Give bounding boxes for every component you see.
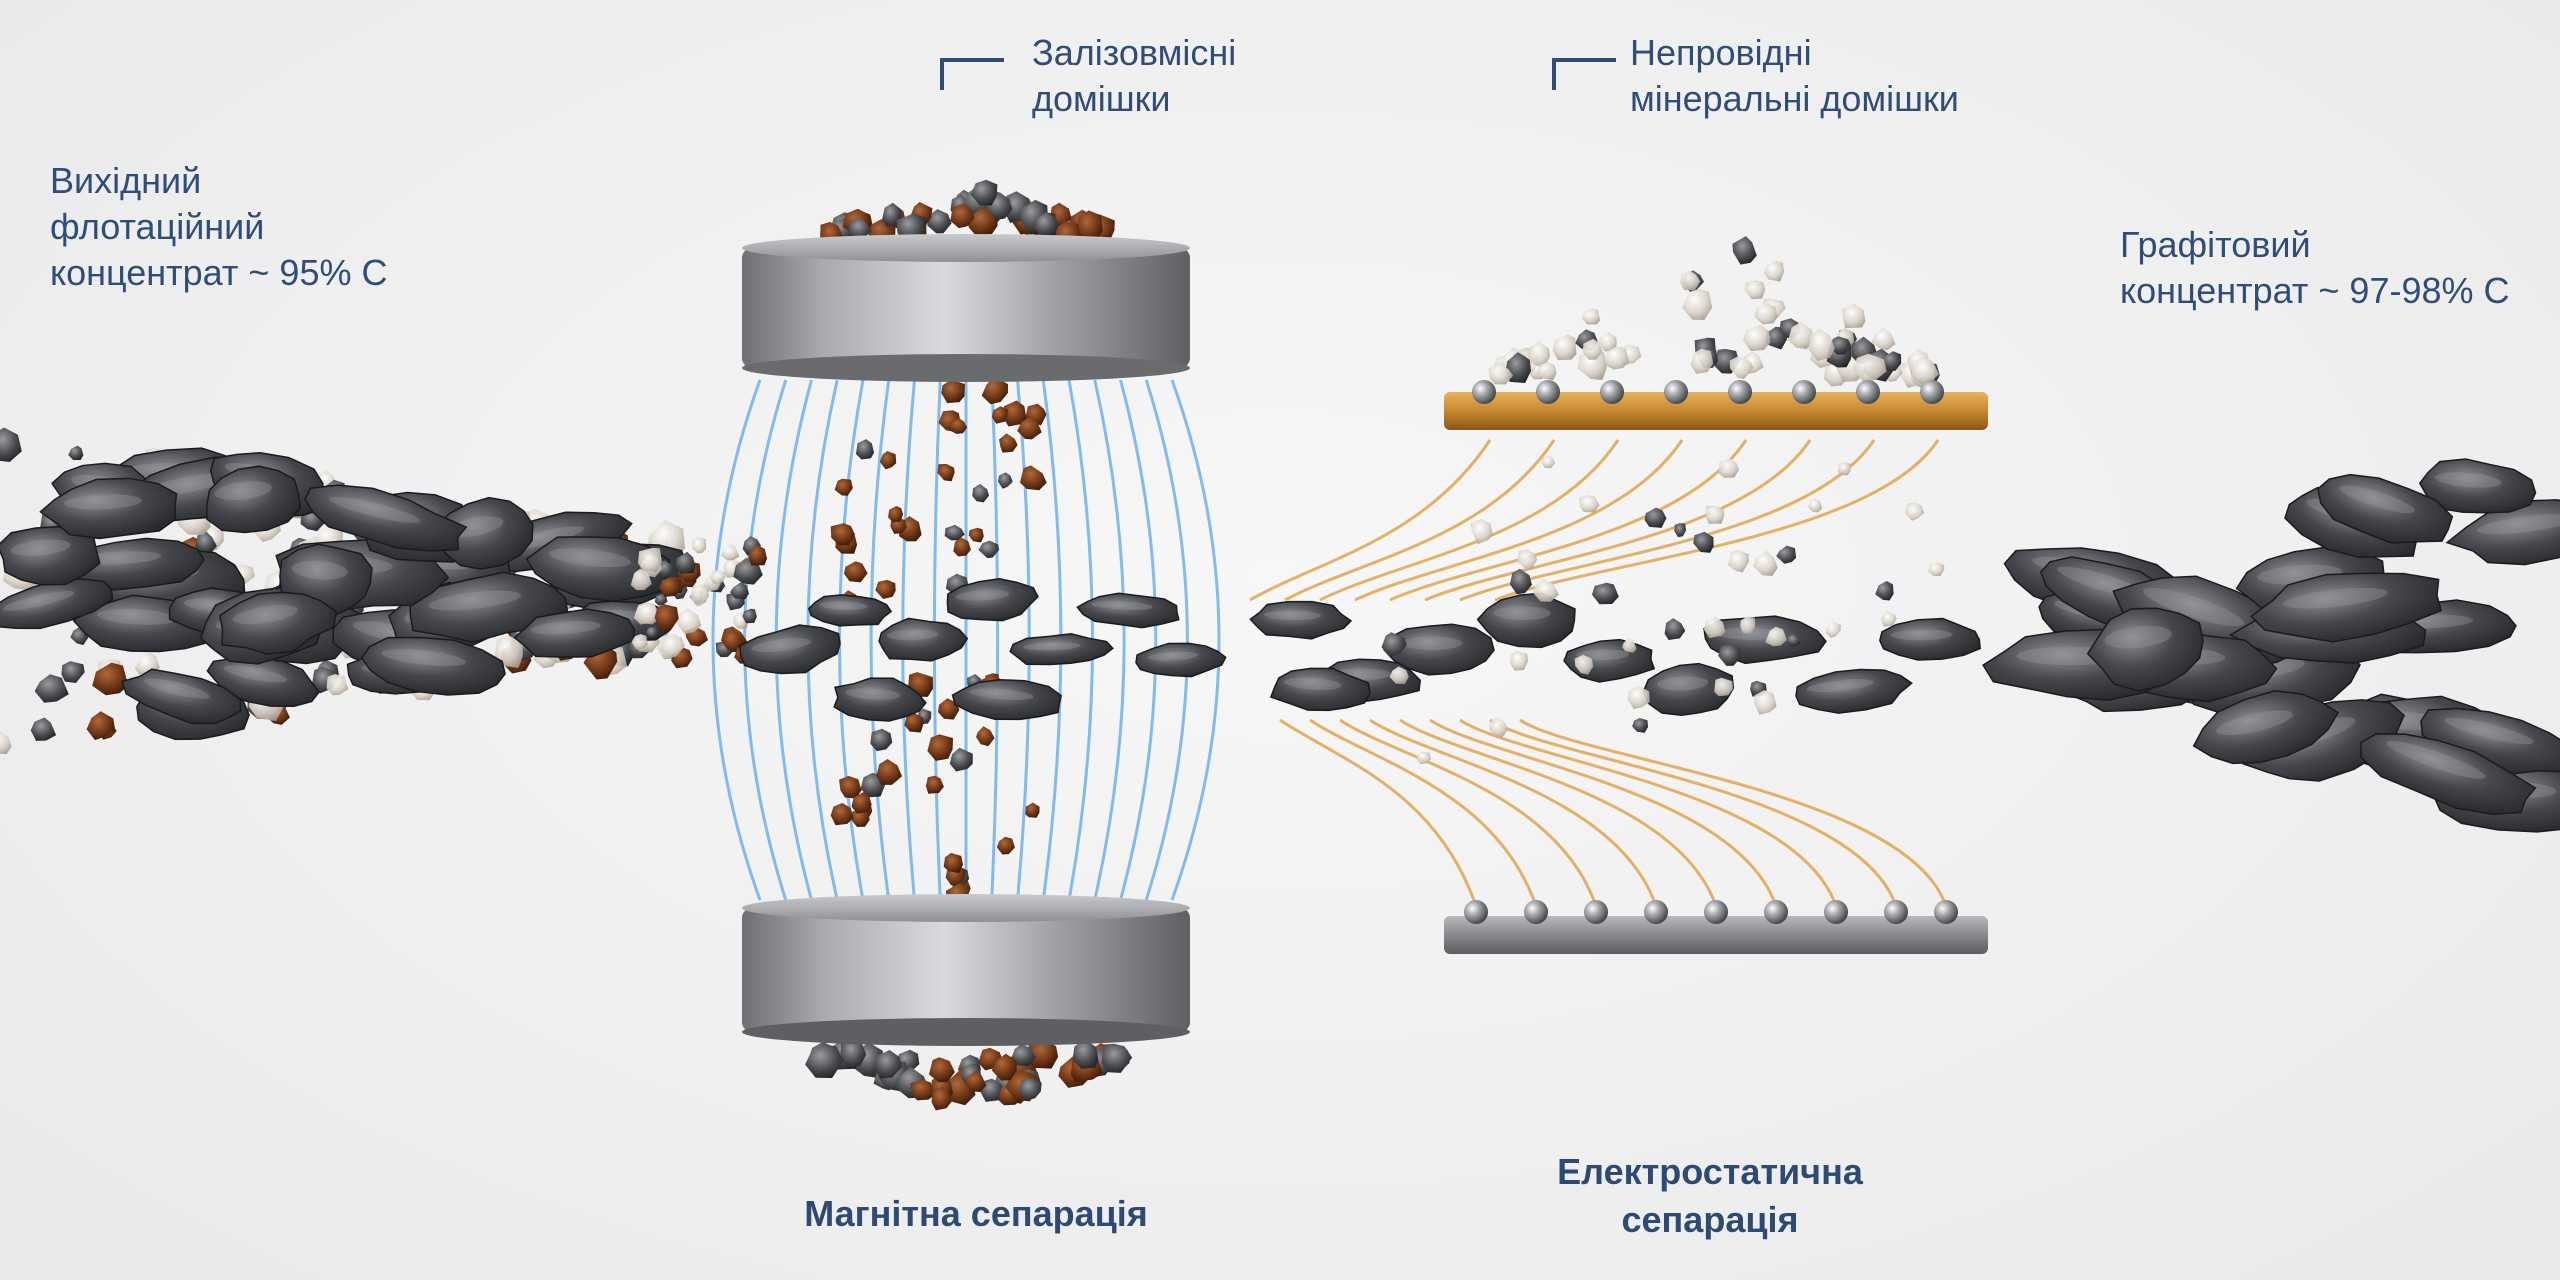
grounded-electrode [1444,916,1988,954]
input-concentrate-label: Вихідний флотаційний концентрат ~ 95% С [50,160,388,293]
magnet-bottom-pole [742,894,1190,1046]
electrode-contacts [1464,380,1958,924]
nonconductive-impurities-label: Непровідні мінеральні домішки [1630,32,1959,119]
particle-stream [0,179,2560,1111]
output-concentrate-label: Графітовий концентрат ~ 97-98% С [2120,224,2510,311]
magnetic-separation-title: Магнітна сепарація [804,1193,1148,1234]
electrostatic-separation-title: Електростатична сепарація [1557,1151,1863,1240]
iron-impurities-bracket [940,58,1004,90]
copper-electrode [1444,392,1988,430]
nonconductive-impurities-bracket [1552,58,1616,90]
electrode-wires [1249,439,1948,907]
iron-impurities-label: Залізовмісні домішки [1032,32,1237,119]
magnet-top-pole [742,234,1190,382]
